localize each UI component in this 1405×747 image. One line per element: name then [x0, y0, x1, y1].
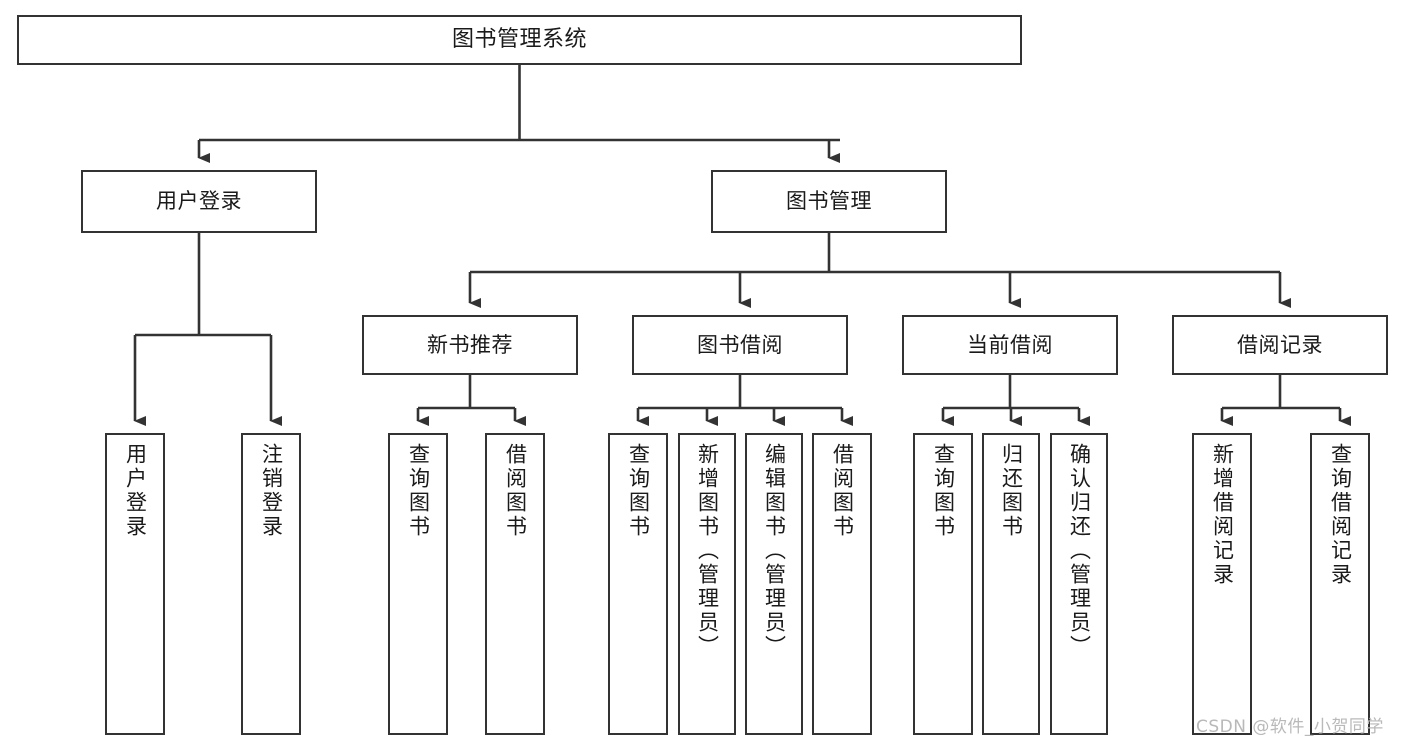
node-new-book-recommend[interactable]: 新书推荐: [362, 315, 578, 375]
node-label: 查询图书: [406, 443, 431, 539]
leaf-borrow-book-recommend[interactable]: 借阅图书: [485, 433, 545, 735]
leaf-add-borrow-record[interactable]: 新增借阅记录: [1192, 433, 1252, 735]
node-label: 新增借阅记录: [1210, 443, 1235, 587]
leaf-query-borrow-record[interactable]: 查询借阅记录: [1310, 433, 1370, 735]
node-label: 当前借阅: [967, 332, 1053, 357]
node-label: 用户登录: [123, 443, 148, 539]
leaf-user-login[interactable]: 用户登录: [105, 433, 165, 735]
leaf-query-book-current[interactable]: 查询图书: [913, 433, 973, 735]
node-label: 新书推荐: [427, 332, 513, 357]
csdn-watermark: CSDN @软件_小贺同学: [1196, 717, 1384, 737]
node-label: 查询图书: [626, 443, 651, 539]
node-borrow-records[interactable]: 借阅记录: [1172, 315, 1388, 375]
leaf-add-book-admin[interactable]: 新增图书（管理员）: [678, 433, 736, 735]
node-label: 确认归还（管理员）: [1067, 443, 1092, 659]
node-label: 借阅图书: [830, 443, 855, 539]
leaf-edit-book-admin[interactable]: 编辑图书（管理员）: [745, 433, 803, 735]
leaf-query-book-borrowing[interactable]: 查询图书: [608, 433, 668, 735]
node-label: 查询图书: [931, 443, 956, 539]
node-label: 图书借阅: [697, 332, 783, 357]
leaf-confirm-return-admin[interactable]: 确认归还（管理员）: [1050, 433, 1108, 735]
node-label: 编辑图书（管理员）: [762, 443, 787, 659]
node-label: 图书管理系统: [451, 27, 587, 53]
node-book-management[interactable]: 图书管理: [711, 170, 947, 233]
node-label: 新增图书（管理员）: [695, 443, 720, 659]
node-label: 归还图书: [999, 443, 1024, 539]
leaf-logout[interactable]: 注销登录: [241, 433, 301, 735]
leaf-borrow-book-borrowing[interactable]: 借阅图书: [812, 433, 872, 735]
node-book-borrowing[interactable]: 图书借阅: [632, 315, 848, 375]
node-label: 注销登录: [259, 443, 284, 539]
node-root-system[interactable]: 图书管理系统: [17, 15, 1022, 65]
node-current-borrowing[interactable]: 当前借阅: [902, 315, 1118, 375]
leaf-query-book-recommend[interactable]: 查询图书: [388, 433, 448, 735]
node-user-login[interactable]: 用户登录: [81, 170, 317, 233]
node-label: 查询借阅记录: [1328, 443, 1353, 587]
node-label: 用户登录: [156, 189, 242, 214]
leaf-return-book[interactable]: 归还图书: [982, 433, 1040, 735]
node-label: 借阅记录: [1237, 332, 1323, 357]
node-label: 借阅图书: [503, 443, 528, 539]
node-label: 图书管理: [786, 189, 872, 214]
